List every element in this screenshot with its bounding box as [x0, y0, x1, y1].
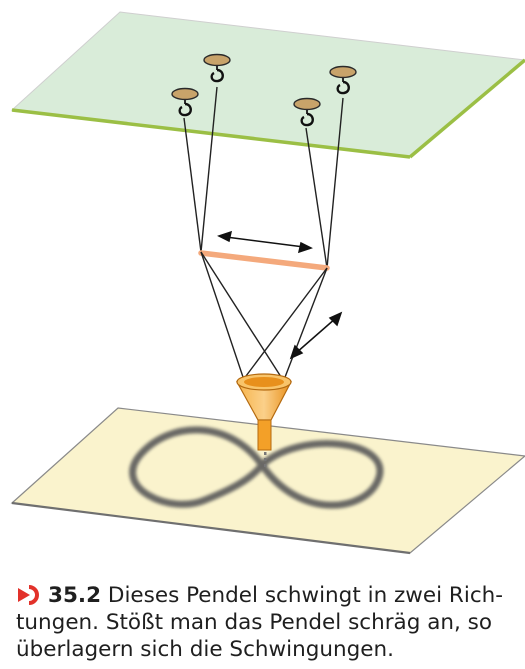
pendulum-strings: [200, 251, 328, 386]
figure-eight-trace: [129, 426, 384, 509]
ceiling-plate: [10, 11, 525, 158]
double-arrow-icon: [289, 311, 343, 360]
figure-caption: 35.2 Dieses Pendel schwingt in zwei Rich…: [16, 582, 516, 663]
ceiling-plate-edge: [408, 58, 525, 159]
caption-text-1: Dieses Pendel schwingt in zwei Rich-: [107, 583, 504, 608]
ceiling-plate-edge: [11, 108, 411, 159]
floor-plate-edge: [11, 501, 411, 555]
suspension-strings: [183, 86, 344, 269]
sand-drops: [264, 452, 267, 467]
funnel-icon: [235, 373, 292, 451]
caption-line-2: tungen. Stößt man das Pendel schräg an, …: [16, 610, 493, 635]
caption-line-3: überlagern sich die Schwingungen.: [16, 637, 394, 662]
caption-number: 35.2: [48, 583, 102, 608]
cross-bar: [198, 250, 330, 271]
pendulum-figure: [10, 11, 525, 555]
caption-line-1: 35.2 Dieses Pendel schwingt in zwei Rich…: [16, 582, 516, 609]
double-arrow-icon: [217, 230, 313, 254]
play-arrow-icon: [18, 585, 39, 605]
